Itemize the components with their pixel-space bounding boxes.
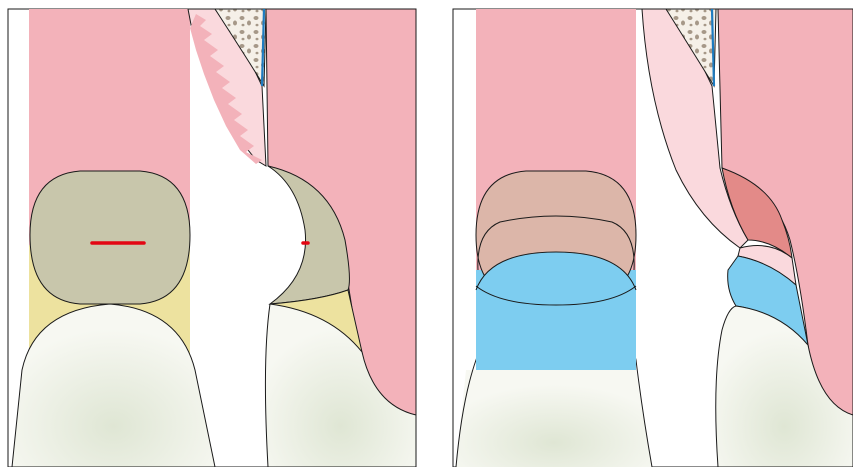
- right-blue-crown-lower: [476, 252, 636, 370]
- right-lower-tooth: [456, 370, 652, 467]
- left-upper-tooth-crown: [30, 171, 190, 304]
- panel-left: [8, 9, 416, 467]
- panel-right: [453, 9, 853, 467]
